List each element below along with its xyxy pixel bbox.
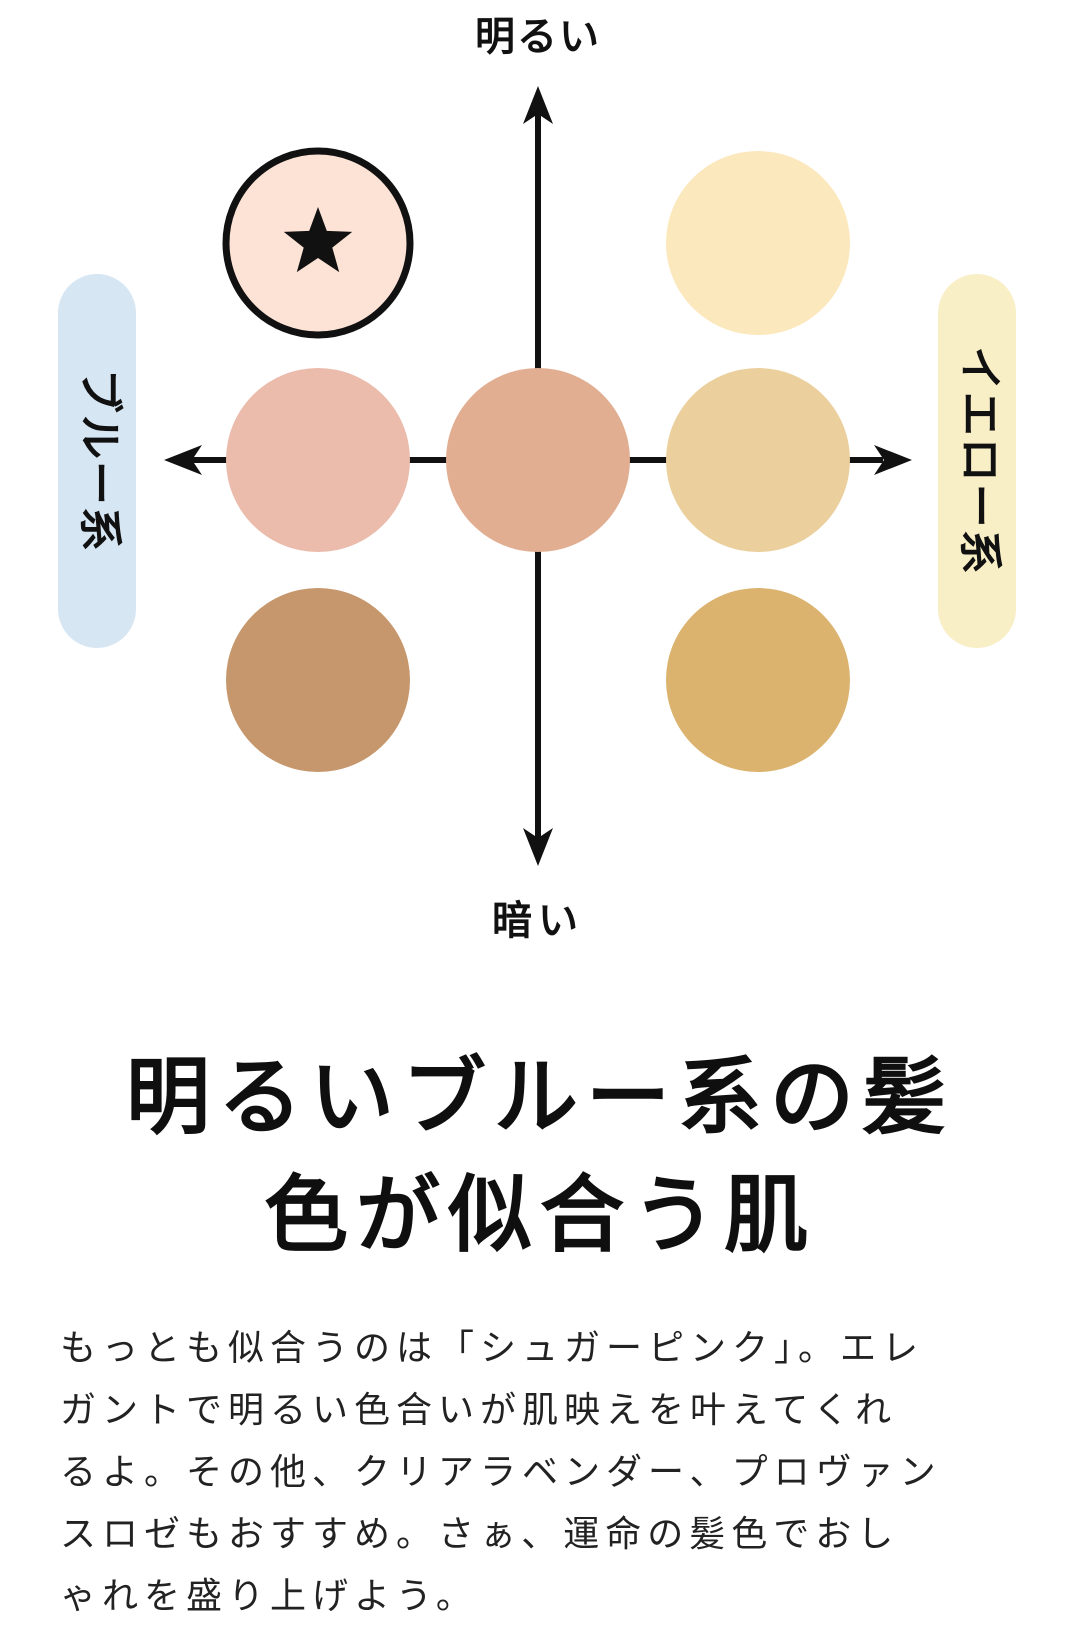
axis-label-left: ブルー系 bbox=[74, 369, 125, 553]
headline-line-1: 明るいブルー系の髪 bbox=[125, 1048, 954, 1146]
description-line: ゃれを盛り上げよう。 bbox=[60, 1576, 478, 1617]
axis-label-bottom: 暗い bbox=[492, 898, 584, 944]
swatch-middle-center bbox=[446, 368, 630, 552]
swatch-bottom-right bbox=[666, 588, 850, 772]
axis-label-top: 明るい bbox=[475, 14, 601, 60]
arrow-up-icon bbox=[523, 86, 553, 124]
headline-line-2: 色が似合う肌 bbox=[263, 1166, 816, 1264]
description-line: ガントで明るい色合いが肌映えを叶えてくれ bbox=[60, 1390, 898, 1431]
arrow-down-icon bbox=[523, 828, 553, 866]
description-line: もっとも似合うのは「シュガーピンク」。エレ bbox=[60, 1328, 925, 1369]
yellow-pill bbox=[938, 274, 1016, 648]
star-icon bbox=[283, 207, 353, 273]
axis-label-right: イエロー系 bbox=[954, 346, 1005, 576]
swatch-middle-right bbox=[666, 368, 850, 552]
headline: 明るいブルー系の髪 色が似合う肌 bbox=[0, 1038, 1080, 1274]
swatch-layer bbox=[222, 147, 850, 772]
description: もっとも似合うのは「シュガーピンク」。エレ ガントで明るい色合いが肌映えを叶えて… bbox=[60, 1318, 1020, 1628]
arrow-left-icon bbox=[164, 445, 202, 475]
color-diagram: 明るい 暗い ブルー系 イエロー系 bbox=[58, 14, 1016, 944]
diagram-canvas: 明るい 暗い ブルー系 イエロー系 bbox=[58, 14, 1016, 944]
blue-pill bbox=[58, 274, 136, 648]
arrow-right-icon bbox=[874, 445, 912, 475]
swatch-bottom-left bbox=[226, 588, 410, 772]
description-line: スロゼもおすすめ。さぁ、運命の髪色でおし bbox=[60, 1514, 900, 1555]
swatch-middle-left bbox=[226, 368, 410, 552]
swatch-top-right bbox=[666, 151, 850, 335]
description-line: るよ。その他、クリアラベンダー、プロヴァン bbox=[60, 1452, 942, 1493]
